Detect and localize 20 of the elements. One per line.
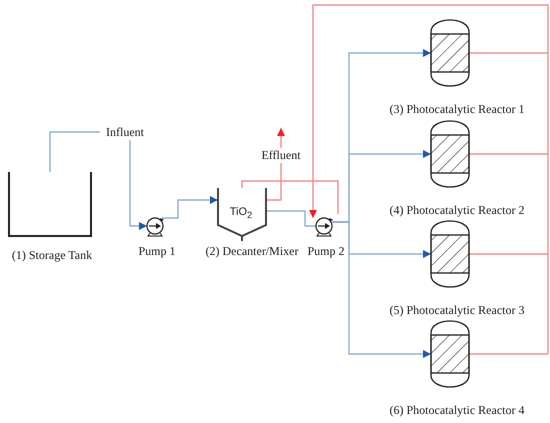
pipe-line	[49, 131, 100, 172]
stream-label: Influent	[105, 125, 145, 139]
equipment-label: (6) Photocatalytic Reactor 4	[388, 403, 526, 417]
pipe-line	[266, 210, 316, 227]
flow-arrow	[332, 221, 431, 358]
equipment-label: (2) Decanter/Mixer	[204, 244, 300, 258]
pipe-line	[241, 180, 339, 214]
equipment-label: Pump 2	[306, 244, 346, 258]
flow-arrow	[277, 128, 285, 148]
equipment-label: (4) Photocatalytic Reactor 2	[388, 203, 526, 217]
equipment-label: (3) Photocatalytic Reactor 1	[388, 102, 526, 116]
flow-arrow	[162, 196, 218, 219]
flow-arrow	[309, 4, 549, 354]
equipment-label: (1) Storage Tank	[10, 248, 94, 262]
pipe-line	[266, 163, 282, 201]
stream-label: Effluent	[260, 148, 302, 162]
equipment-label: (5) Photocatalytic Reactor 3	[388, 303, 526, 317]
equipment-label: Pump 1	[137, 244, 176, 258]
chemical-label: TiO$_{2}$	[228, 205, 254, 222]
flow-arrow	[129, 140, 147, 230]
